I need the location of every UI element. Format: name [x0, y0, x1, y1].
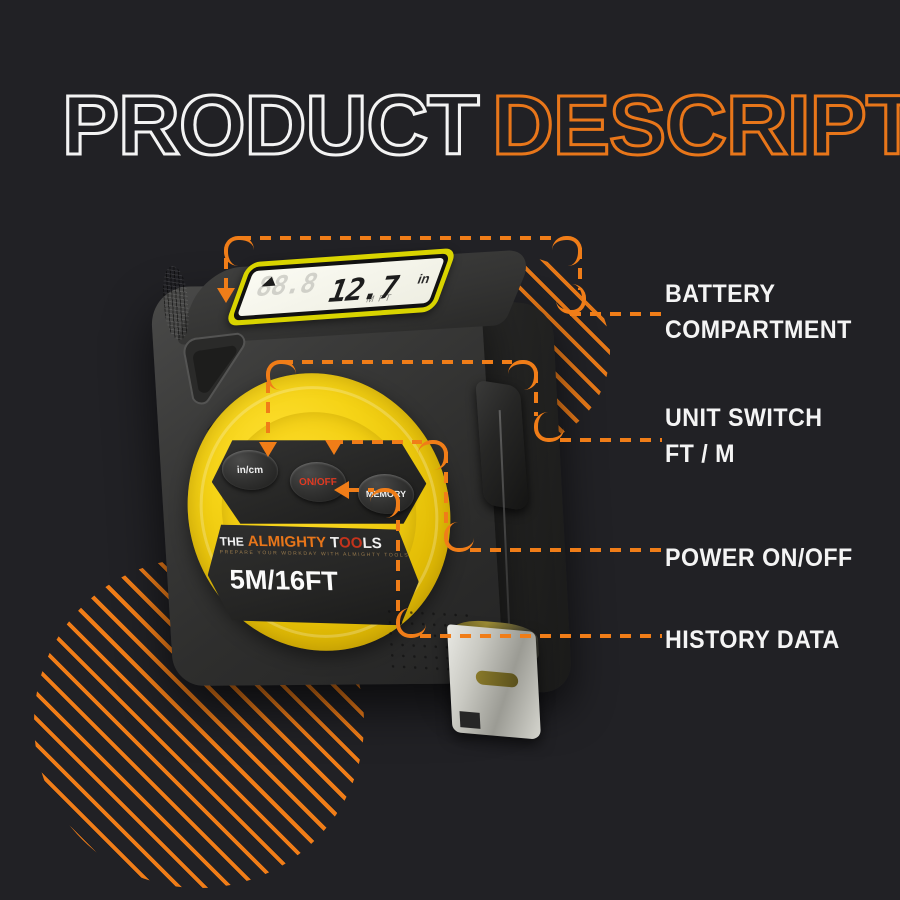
battery-connector-arrow — [217, 288, 235, 303]
battery-connector-segment — [578, 248, 582, 290]
power-connector-corner — [418, 440, 448, 470]
title-word-description: DESCRIPTION — [491, 78, 900, 172]
lcd-main-value: 12.7 — [322, 269, 404, 311]
history-connector-segment — [420, 634, 662, 638]
unit-connector-corner — [534, 412, 564, 442]
unit-connector-segment — [282, 360, 512, 364]
battery-connector-corner — [556, 284, 586, 314]
callout-battery-line-2: COMPARTMENT — [665, 316, 852, 344]
power-connector-segment — [444, 452, 448, 526]
lcd-display-screen: 88.8 12.7 in M FT — [236, 257, 446, 317]
lcd-ghost-segments: 88.8 — [251, 268, 322, 304]
history-connector-segment — [396, 500, 400, 612]
history-connector-arrow — [334, 481, 349, 499]
history-connector-corner — [370, 488, 400, 518]
page-title: PRODUCT DESCRIPTION — [60, 78, 900, 172]
callout-battery-line-1: BATTERY — [665, 280, 776, 308]
power-connector-arrow — [325, 440, 343, 455]
unit-connector-segment — [560, 438, 662, 442]
callout-unit-line-2: FT / M — [665, 440, 735, 468]
battery-connector-segment — [570, 312, 662, 316]
unit-connector-segment — [266, 382, 270, 444]
callout-power-line-1: POWER ON/OFF — [665, 544, 853, 572]
callout-history-line-1: HISTORY DATA — [665, 626, 840, 654]
corner-grip-icon — [183, 332, 246, 405]
unit-connector-corner — [508, 360, 538, 390]
lcd-sub-label: M FT — [364, 292, 394, 305]
callout-battery-compartment: BATTERY COMPARTMENT — [665, 276, 852, 348]
power-connector-segment — [470, 548, 662, 552]
battery-connector-corner — [552, 236, 582, 266]
battery-connector-corner — [224, 236, 254, 266]
callout-unit-line-1: UNIT SWITCH — [665, 404, 823, 432]
lcd-display-frame: 88.8 12.7 in M FT — [231, 253, 451, 321]
title-word-product: PRODUCT — [60, 78, 481, 172]
product-image-tape-measure: 88.8 12.7 in M FT in/cm ON/OFF MEMORY — [149, 240, 573, 750]
callout-history-data: HISTORY DATA — [665, 622, 840, 658]
unit-connector-arrow — [259, 442, 277, 457]
unit-connector-segment — [534, 372, 538, 416]
brand-tools-ls: LS — [361, 534, 383, 553]
brand-the: THE — [219, 534, 245, 549]
product-size-label: 5M/16FT — [228, 564, 340, 597]
unit-connector-corner — [266, 360, 296, 390]
callout-power-on-off: POWER ON/OFF — [665, 540, 853, 576]
history-connector-segment — [348, 488, 374, 492]
brand-tools-oo: OO — [338, 534, 364, 552]
battery-connector-segment — [240, 236, 558, 240]
power-connector-corner — [444, 522, 474, 552]
callout-unit-switch: UNIT SWITCH FT / M — [665, 400, 823, 472]
lcd-unit-label: in — [415, 270, 433, 287]
history-connector-corner — [396, 608, 426, 638]
power-connector-segment — [332, 440, 422, 444]
brand-almighty: ALMIGHTY — [247, 532, 327, 552]
battery-connector-segment — [224, 258, 228, 290]
tape-hook-notch — [459, 711, 481, 729]
